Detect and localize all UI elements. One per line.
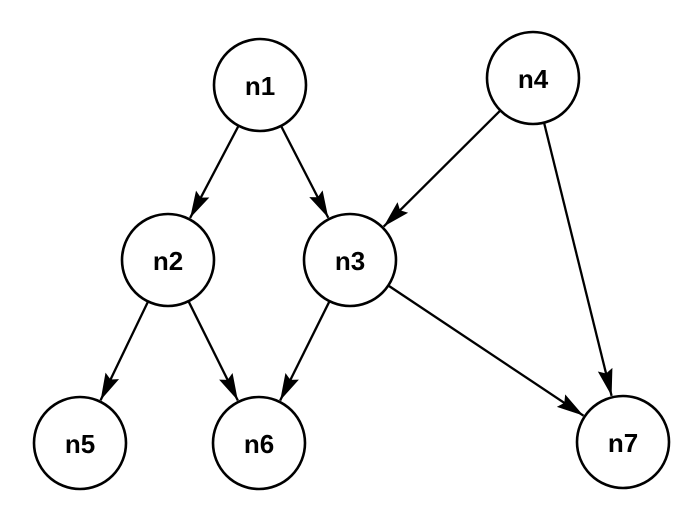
node-n5-circle (32, 395, 128, 491)
node-n1-circle (212, 37, 308, 133)
nodes-layer: n1 n2 n3 n4 n5 n6 n7 (32, 30, 671, 491)
node-n5: n5 (32, 395, 128, 491)
node-n3: n3 (302, 212, 398, 308)
edge-n1-n3 (280, 125, 330, 219)
node-n6: n6 (211, 395, 307, 491)
edges-layer (99, 109, 613, 417)
node-n4: n4 (485, 30, 581, 126)
edge-n1-n2 (189, 125, 240, 219)
node-n7-circle (575, 394, 671, 490)
node-n2: n2 (120, 212, 216, 308)
node-n1: n1 (212, 37, 308, 133)
node-n6-circle (211, 395, 307, 491)
node-n4-label: n4 (518, 64, 549, 94)
edge-n2-n6 (187, 300, 239, 401)
node-n7-label: n7 (608, 428, 638, 458)
edge-n2-n5 (99, 300, 150, 401)
node-n6-label: n6 (244, 429, 274, 459)
edge-n3-n6 (279, 300, 331, 401)
node-n1-label: n1 (245, 71, 275, 101)
edge-n3-n7 (387, 284, 585, 417)
edge-n4-n7 (542, 122, 613, 397)
node-n3-circle (302, 212, 398, 308)
node-n3-label: n3 (335, 246, 365, 276)
node-n7: n7 (575, 394, 671, 490)
node-n5-label: n5 (65, 429, 95, 459)
node-n2-label: n2 (153, 246, 183, 276)
edge-n4-n3 (382, 109, 502, 228)
node-n2-circle (120, 212, 216, 308)
node-n4-circle (485, 30, 581, 126)
